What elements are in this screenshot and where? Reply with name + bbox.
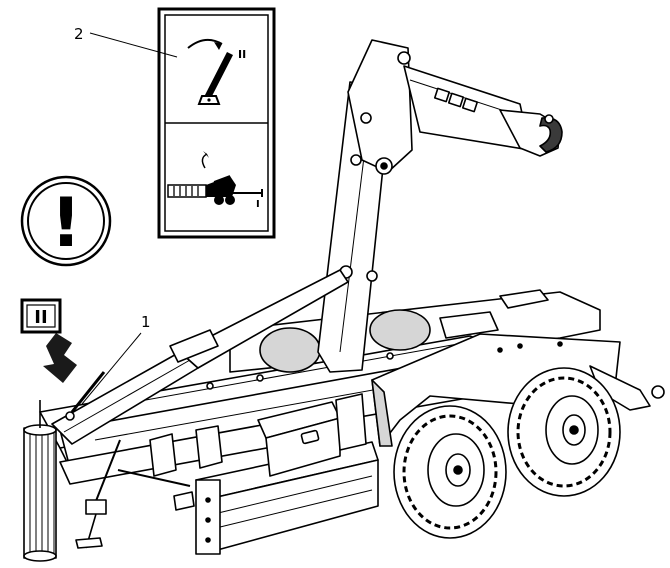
press-arrow-icon [43, 333, 77, 383]
rear-post [23, 400, 57, 562]
rear-brackets [117, 393, 367, 511]
trailer-tipping-icon: I [167, 151, 263, 210]
callout-2-label: 2 [74, 25, 84, 43]
hook-arm [317, 39, 563, 373]
decal-lower-mark: I [256, 199, 260, 210]
warning-mark: ! [50, 184, 81, 263]
decal-upper-mark: II [238, 48, 246, 61]
callout-2: 2 [74, 25, 178, 58]
callout-1-label: 1 [141, 313, 151, 331]
rear-tires [259, 309, 431, 373]
lever-position-icon: II [187, 38, 246, 105]
position-badge: II [20, 298, 62, 334]
hooklift-machine [23, 39, 665, 562]
tire-front-right [507, 367, 621, 497]
decal-panel: II I [157, 7, 276, 239]
hydraulic-cylinder [51, 269, 349, 445]
toolbox [257, 401, 341, 477]
exclamation-warning-icon: ! [20, 175, 112, 267]
control-lever [65, 371, 106, 421]
tire-front-left [393, 405, 507, 539]
callout-1: 1 [81, 313, 151, 405]
position-badge-label: II [34, 307, 47, 328]
support-stand [75, 439, 121, 549]
